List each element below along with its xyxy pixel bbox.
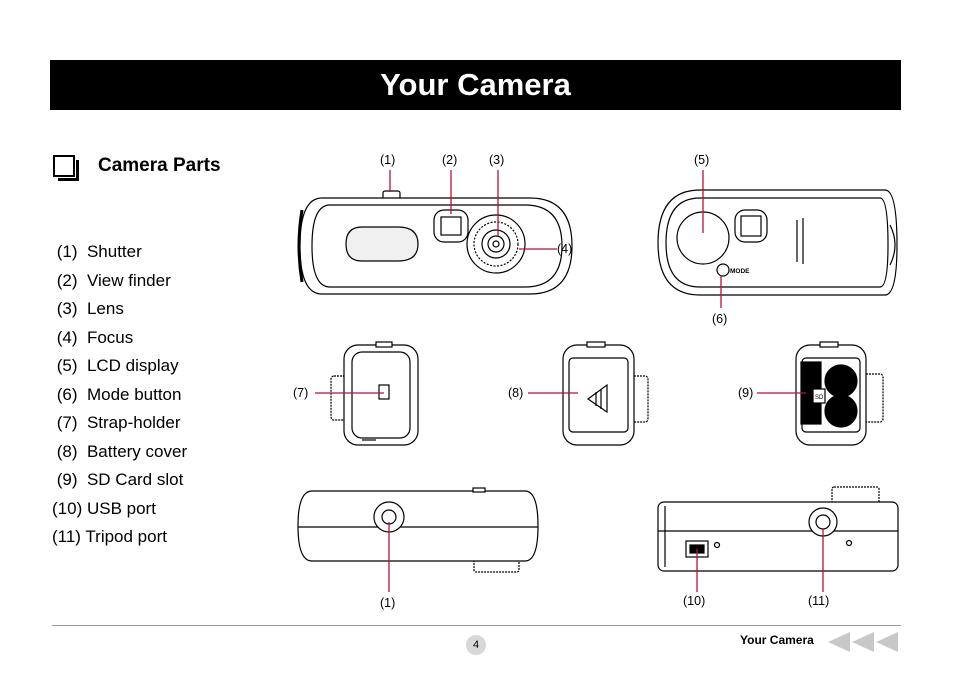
page-title: Your Camera xyxy=(380,67,571,102)
triangle-back-arrows-icon xyxy=(828,632,898,652)
sd-label: SD xyxy=(815,395,824,401)
list-item: (1) Shutter xyxy=(52,242,142,261)
page-number: 4 xyxy=(466,635,486,655)
callout-11: (11) xyxy=(808,594,829,608)
camera-left-side-view xyxy=(330,341,419,446)
callout-2: (2) xyxy=(442,153,457,167)
camera-bottom-view xyxy=(297,487,539,573)
parts-list: (1) Shutter (2) View finder (3) Lens (4)… xyxy=(52,242,187,556)
section-title: Camera Parts xyxy=(98,155,221,176)
callout-9: (9) xyxy=(738,386,753,400)
camera-battery-side-view xyxy=(562,341,649,446)
callout-5: (5) xyxy=(694,153,709,167)
callout-leader-lines xyxy=(315,170,824,592)
camera-front-view xyxy=(297,190,573,295)
list-item: (11) Tripod port xyxy=(52,527,167,546)
callout-3: (3) xyxy=(489,153,504,167)
checkbox-square-icon xyxy=(53,155,79,181)
camera-top-view xyxy=(657,486,899,572)
callout-7: (7) xyxy=(293,386,308,400)
mode-label: MODE xyxy=(730,268,750,275)
footer-divider xyxy=(52,625,901,626)
footer-section-label: Your Camera xyxy=(740,633,814,647)
page-title-bar: Your Camera xyxy=(50,60,901,110)
callout-4: (4) xyxy=(557,242,572,256)
camera-back-view xyxy=(657,189,898,296)
callout-8: (8) xyxy=(508,386,523,400)
list-item: (7) Strap-holder xyxy=(52,413,181,432)
list-item: (8) Battery cover xyxy=(52,441,188,461)
callout-1-bottom: (1) xyxy=(380,596,395,610)
list-item: (9) SD Card slot xyxy=(52,470,184,489)
list-item: (6) Mode button xyxy=(52,384,182,404)
callout-10: (10) xyxy=(683,594,705,608)
list-item: (5) LCD display xyxy=(52,356,179,375)
callout-1-top: (1) xyxy=(380,153,395,167)
callout-6: (6) xyxy=(712,312,727,326)
list-item: (4) Focus xyxy=(52,327,134,347)
camera-sd-side-view xyxy=(795,341,884,446)
list-item: (2) View finder xyxy=(52,270,171,290)
list-item: (3) Lens xyxy=(52,299,124,318)
list-item: (10) USB port xyxy=(52,498,156,518)
